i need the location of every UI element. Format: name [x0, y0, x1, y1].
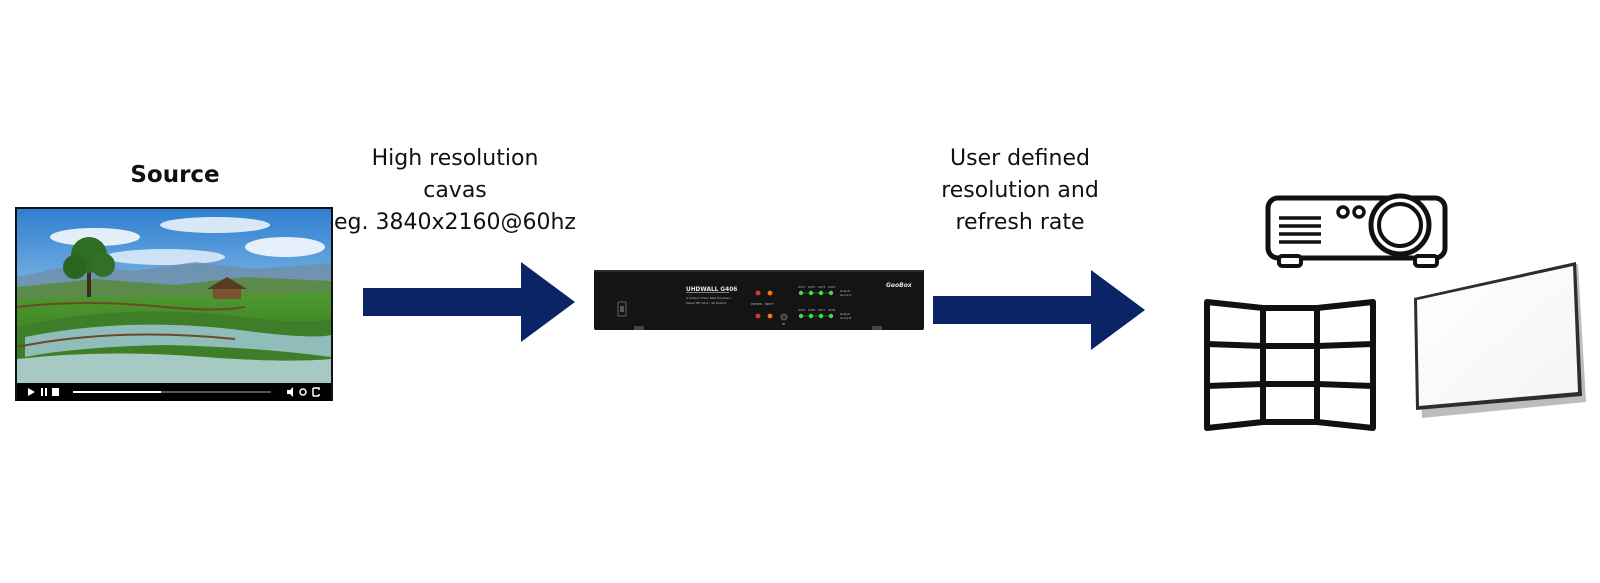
out-label: OUT6	[808, 308, 816, 312]
output-arrow	[933, 270, 1145, 350]
video-wall-icon	[1204, 299, 1376, 431]
out-label: OUT1	[798, 285, 806, 289]
out-label: OUT2	[808, 285, 816, 289]
right-arrow-icon	[363, 262, 575, 342]
caption-line: refresh rate	[955, 210, 1085, 235]
group-b-label: Output	[840, 312, 851, 316]
source-title: Source	[130, 162, 220, 188]
video-player-icon	[15, 207, 333, 401]
out-label: OUT5	[798, 308, 806, 312]
caption-line: eg. 3840x2160@60hz	[334, 210, 576, 235]
video-player	[15, 207, 333, 401]
out-label: OUT4	[828, 285, 836, 289]
caption-line: User defined	[950, 146, 1090, 171]
input-arrow	[363, 262, 575, 342]
device-brand: GeoBox	[886, 282, 913, 289]
caption-line: cavas	[423, 178, 487, 203]
display-screen	[1410, 262, 1590, 424]
group-b-label: Group B	[840, 316, 851, 320]
power-label: POWER	[751, 302, 762, 306]
processor-unit-icon: UHDWALL G406 4 Output Video Wall Process…	[594, 270, 924, 330]
video-wall	[1203, 298, 1377, 432]
projector	[1265, 190, 1450, 272]
video-wall-processor: UHDWALL G406 4 Output Video Wall Process…	[594, 270, 924, 330]
ir-label: IR	[782, 322, 785, 326]
display-screen-icon	[1414, 262, 1586, 418]
device-model: UHDWALL G406	[686, 287, 737, 293]
out-label: OUT8	[828, 308, 836, 312]
right-arrow-icon	[933, 270, 1145, 350]
out-label: OUT3	[818, 285, 826, 289]
out-label: OUT7	[818, 308, 826, 312]
input-label: INPUT	[765, 302, 774, 306]
caption-line: High resolution	[371, 146, 539, 171]
input-caption: High resolution cavas eg. 3840x2160@60hz	[330, 143, 580, 239]
projector-icon	[1265, 193, 1448, 268]
group-a-label: Group A	[840, 293, 851, 297]
device-subtitle-2: Mixed HD 16:9 / 4K Output	[686, 301, 727, 305]
group-a-label: Output	[840, 289, 851, 293]
output-caption: User defined resolution and refresh rate	[900, 143, 1140, 239]
caption-line: resolution and	[941, 178, 1099, 203]
device-subtitle-1: 4 Output Video Wall Processor	[686, 296, 732, 300]
